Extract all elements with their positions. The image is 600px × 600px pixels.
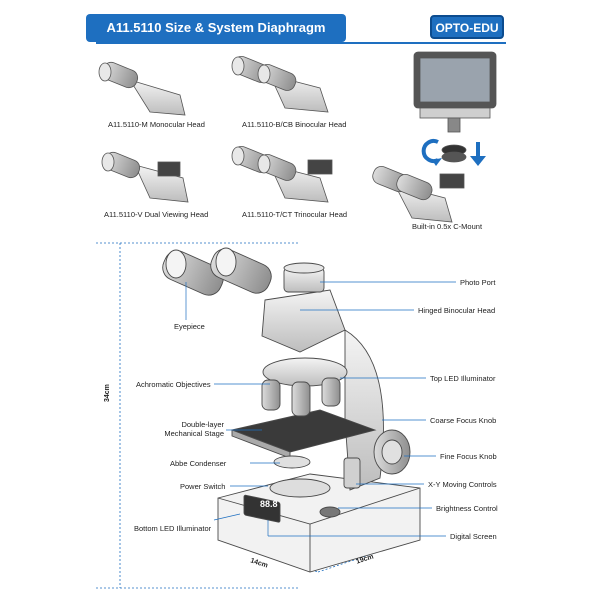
down-arrow-icon [470,142,486,166]
label-coarse-focus: Coarse Focus Knob [430,416,497,425]
trinocular-head-image [231,145,333,203]
caption-c-mount: Built-in 0.5x C-Mount [412,222,483,231]
page-title: A11.5110 Size & System Diaphragm [86,14,346,42]
microscope-main-image [162,247,421,573]
title-rule [96,42,506,44]
label-hinged-head: Hinged Binocular Head [418,306,496,315]
rotate-arrow-icon [421,139,442,166]
label-fine-focus: Fine Focus Knob [440,452,497,461]
label-stage-line1: Double-layer [181,420,224,429]
label-top-led: Top LED Illuminator [430,374,496,383]
caption-monocular: A11.5110-M Monocular Head [108,120,205,129]
caption-binocular: A11.5110-B/CB Binocular Head [242,120,347,129]
leader-lines [185,281,456,537]
label-bottom-led: Bottom LED Illuminator [134,524,212,533]
label-abbe: Abbe Condenser [170,459,227,468]
binocular-head-image [231,55,329,113]
dimension-height: 34cm [104,384,111,402]
label-photo-port: Photo Port [460,278,496,287]
label-digital-screen: Digital Screen [450,532,497,541]
label-power-switch: Power Switch [180,482,226,491]
label-stage-line2: Mechanical Stage [164,429,224,438]
caption-trinocular: A11.5110-T/CT Trinocular Head [242,210,348,219]
label-eyepiece: Eyepiece [174,322,205,331]
label-objectives: Achromatic Objectives [136,380,211,389]
label-xy-controls: X-Y Moving Controls [428,480,497,489]
caption-dual-viewing: A11.5110-V Dual Viewing Head [104,210,209,219]
brand-logo: OPTO-EDU [430,15,504,39]
c-mount-image [372,51,497,223]
screen-readout: 88.8 [260,499,278,509]
dual-viewing-head-image [101,151,189,203]
label-stage: Double-layer Mechanical Stage [148,420,224,438]
label-brightness: Brightness Control [436,504,498,513]
monocular-head-image [98,61,186,116]
